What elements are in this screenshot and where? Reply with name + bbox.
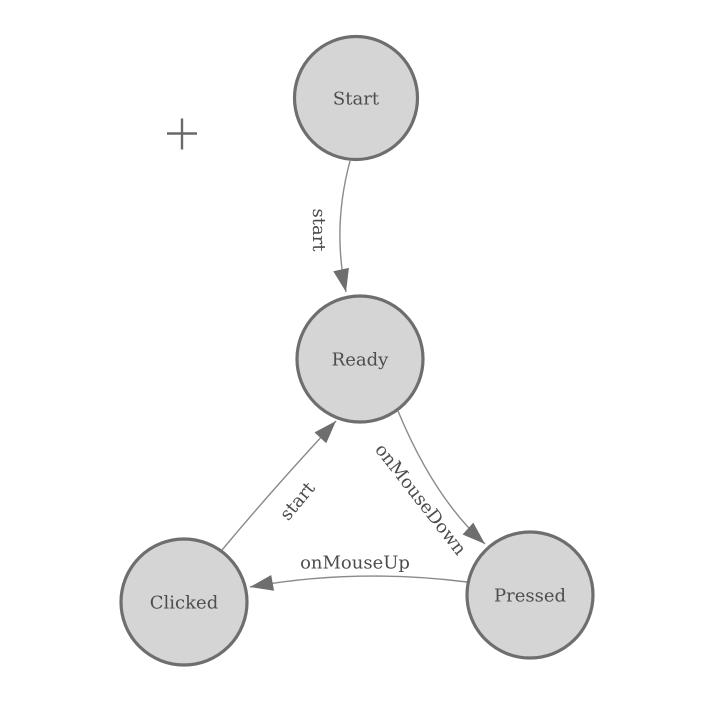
edge-line[interactable] — [249, 575, 468, 591]
edge-line[interactable] — [397, 410, 486, 545]
edge-clicked-to-ready[interactable]: start — [221, 420, 337, 551]
node-clicked[interactable]: Clicked — [119, 537, 249, 667]
edge-label-start-2: start — [276, 478, 320, 525]
node-pressed-label: Pressed — [494, 586, 566, 607]
node-clicked-label: Clicked — [150, 593, 218, 614]
node-start-circle[interactable] — [292, 34, 420, 162]
node-clicked-circle[interactable] — [119, 537, 249, 667]
edge-label-onmouseup: onMouseUp — [300, 553, 410, 574]
origin-crosshair-icon — [167, 118, 197, 150]
edge-ready-to-pressed[interactable]: onMouseDown — [370, 410, 486, 560]
edge-label-start: start — [308, 208, 329, 252]
node-start[interactable]: Start — [292, 34, 420, 162]
node-ready[interactable]: Ready — [295, 294, 425, 424]
node-pressed-circle[interactable] — [465, 530, 595, 660]
node-ready-circle[interactable] — [295, 294, 425, 424]
node-pressed[interactable]: Pressed — [465, 530, 595, 660]
edge-pressed-to-clicked[interactable]: onMouseUp — [249, 553, 468, 591]
node-ready-label: Ready — [332, 350, 389, 371]
node-start-label: Start — [333, 89, 380, 110]
edge-line[interactable] — [221, 420, 337, 551]
edge-line[interactable] — [333, 160, 351, 293]
edge-start-to-ready[interactable]: start — [308, 160, 351, 293]
